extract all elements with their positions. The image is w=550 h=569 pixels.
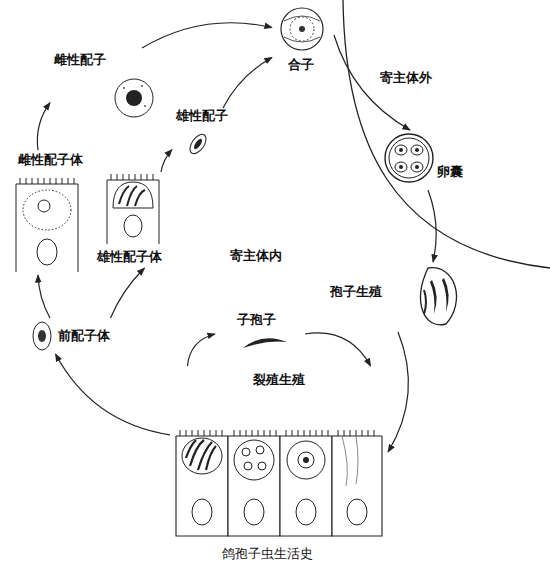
cycle-arrow [142, 23, 272, 48]
stage-label: 裂殖生殖 [253, 372, 305, 388]
cycle-arrow [223, 58, 272, 109]
life-stage: 雄性配子体 [95, 172, 205, 268]
stage-illustration [8, 150, 108, 275]
region-label: 寄主体外 [380, 70, 432, 86]
host-boundary [343, 0, 550, 268]
stage-label: 雄性配子 [176, 108, 228, 124]
stage-label: 雄性配子体 [97, 249, 162, 265]
region-label: 寄主体内 [230, 248, 282, 264]
cycle-arrow [56, 354, 171, 435]
cycle-arrow [161, 150, 172, 172]
stage-label: 雌性配子体 [18, 152, 83, 168]
stage-illustration [170, 366, 388, 538]
cycle-arrow [37, 103, 50, 150]
stage-label: 前配子体 [58, 328, 110, 344]
cycle-arrow [187, 334, 215, 366]
cycle-arrow [305, 333, 371, 366]
life-stage: 雄性配子 [172, 108, 257, 160]
stage-label: 卵囊 [437, 164, 463, 180]
stage-label: 孢子生殖 [330, 284, 382, 300]
stage-label: 子孢子 [237, 312, 276, 328]
life-stage: 子孢子 [215, 310, 305, 358]
cycle-arrow [111, 268, 145, 318]
life-stage: 雌性配子体 [8, 150, 108, 275]
stage-label: 合子 [288, 57, 314, 73]
life-stage: 卵囊 [383, 130, 473, 190]
stage-label: 雌性配子 [54, 52, 106, 68]
life-stage: 雌性配子 [50, 48, 165, 126]
caption: 鸽孢子虫生活史 [222, 546, 313, 562]
cycle-arrow [388, 332, 408, 452]
stage-illustration [383, 130, 473, 190]
cycle-arrow [38, 275, 50, 318]
cycle-arrow [428, 190, 436, 262]
life-stage: 孢子生殖 [328, 262, 468, 332]
life-stage: 合子 [272, 5, 334, 80]
life-stage: 裂殖生殖 [170, 366, 388, 538]
life-stage: 前配子体 [28, 318, 138, 354]
